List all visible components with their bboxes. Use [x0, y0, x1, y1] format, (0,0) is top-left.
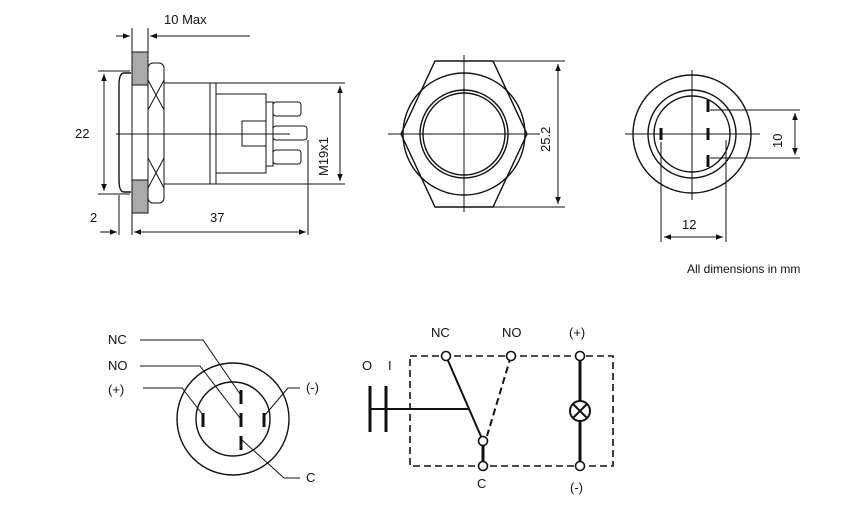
- thread-label: M19x1: [316, 137, 331, 176]
- terminal-height-label: 10: [770, 134, 785, 148]
- units-note: All dimensions in mm: [687, 262, 800, 276]
- pin-c-label: C: [306, 470, 315, 485]
- depth-max-label: 10 Max: [164, 12, 207, 27]
- bezel-diameter-label: 22: [75, 126, 89, 141]
- side-view: 10 Max 22 2 37 M19x1: [75, 12, 345, 235]
- rear-view: 10 12 All dimensions in mm: [625, 70, 800, 276]
- across-corners-label: 25.2: [538, 127, 553, 152]
- no-label: NO: [502, 325, 522, 340]
- bezel-thickness-label: 2: [90, 210, 97, 225]
- front-view: 25.2: [388, 55, 565, 212]
- c-label: C: [477, 476, 486, 491]
- pin-no-label: NO: [108, 358, 128, 373]
- pin-minus-label: (-): [306, 380, 319, 395]
- pin-plus-label: (+): [108, 382, 124, 397]
- pin-nc-label: NC: [108, 332, 127, 347]
- nc-label: NC: [431, 325, 450, 340]
- off-label: O: [362, 358, 372, 373]
- terminal-width-label: 12: [682, 217, 696, 232]
- minus-label: (-): [570, 480, 583, 495]
- length-label: 37: [210, 210, 224, 225]
- on-label: I: [388, 358, 392, 373]
- pinout-view: NC NO (+) (-) C: [108, 332, 319, 485]
- schematic: O I NC NO (+) C (-): [362, 325, 614, 495]
- plus-label: (+): [569, 325, 585, 340]
